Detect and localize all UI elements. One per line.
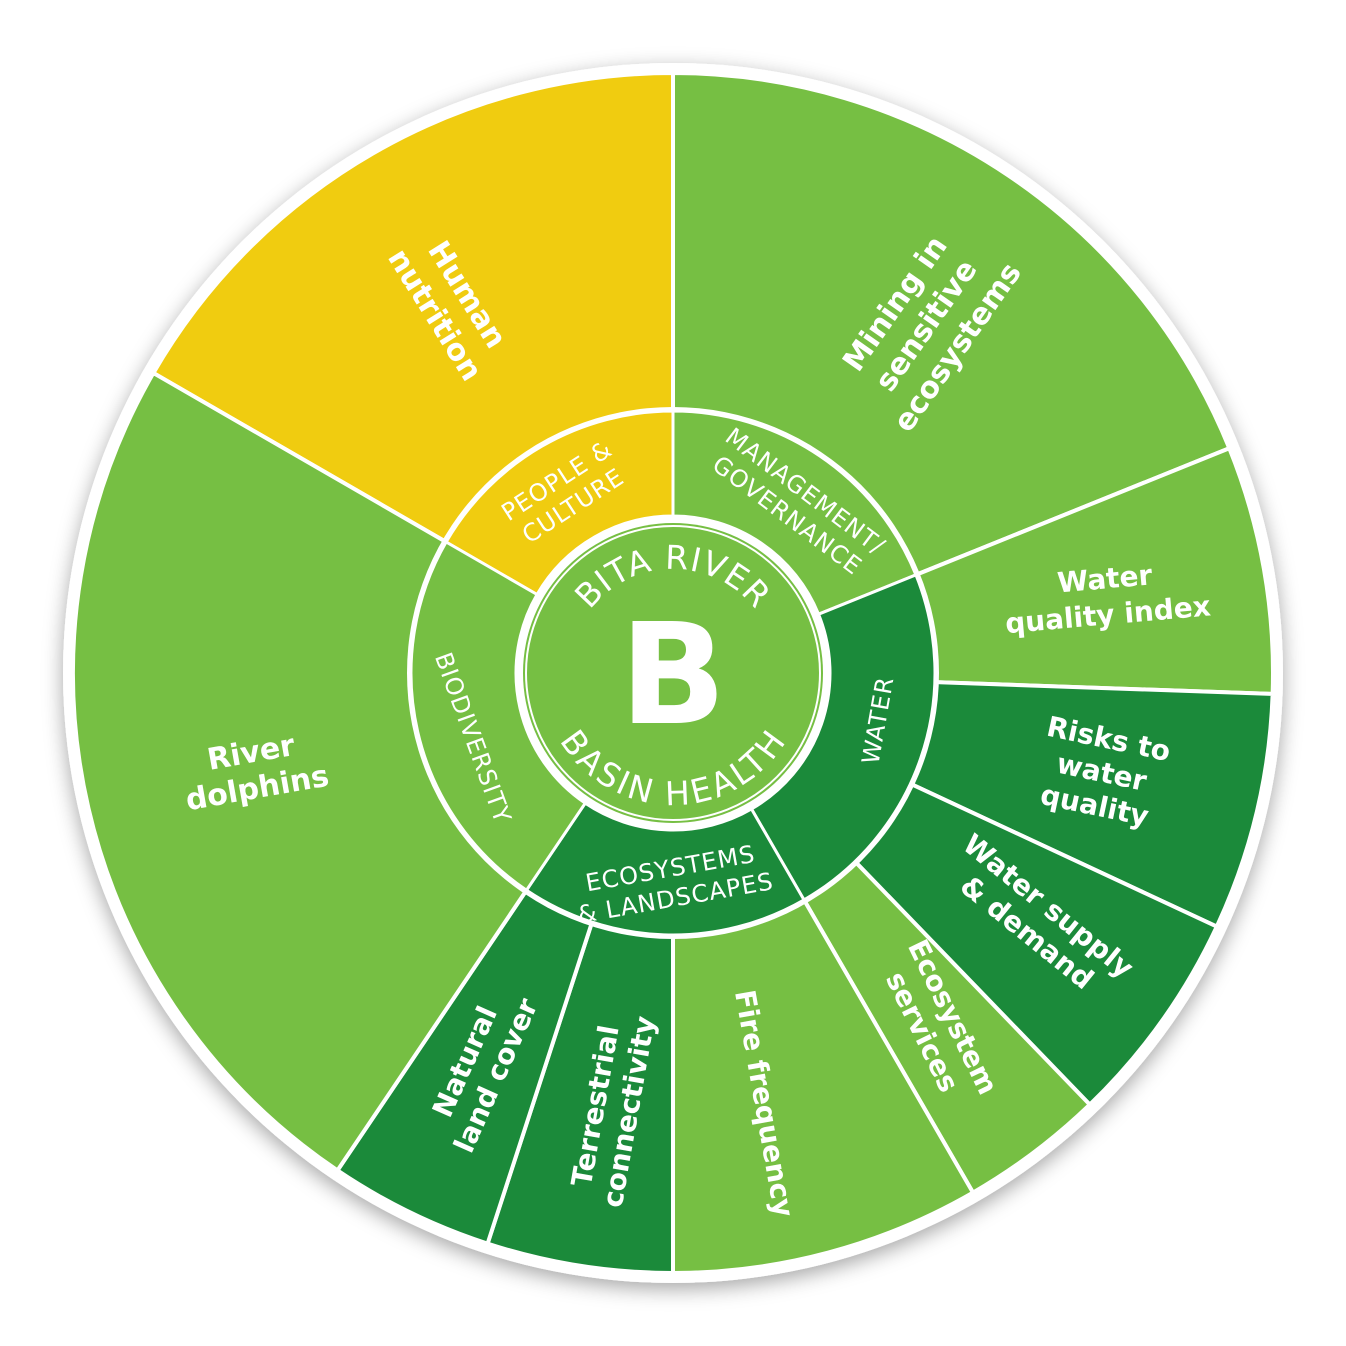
category-ecosystems-landscapes: ECOSYSTEMS& LANDSCAPES bbox=[524, 801, 807, 937]
indicator-fire-frequency: Fire frequency bbox=[671, 898, 976, 1276]
category-biodiversity: BIODIVERSITY bbox=[409, 539, 588, 893]
indicator-label: Riverdolphins bbox=[177, 723, 332, 818]
center-hub: BITA RIVER BASIN HEALTH B bbox=[516, 516, 830, 830]
indicator-water-quality-index: Waterquality index bbox=[914, 445, 1275, 697]
hub-letter: B bbox=[620, 594, 727, 757]
indicator-label-line: Water bbox=[1056, 558, 1154, 599]
category-water: WATER bbox=[749, 572, 937, 902]
center-hub-disc bbox=[523, 523, 823, 823]
center-hub-inner-line bbox=[525, 525, 821, 821]
indicator-risks-water-quality: Risks towaterquality bbox=[908, 680, 1275, 930]
indicator-human-nutrition: Humannutrition bbox=[150, 70, 675, 545]
category-people-culture: PEOPLE &CULTURE bbox=[444, 409, 675, 597]
